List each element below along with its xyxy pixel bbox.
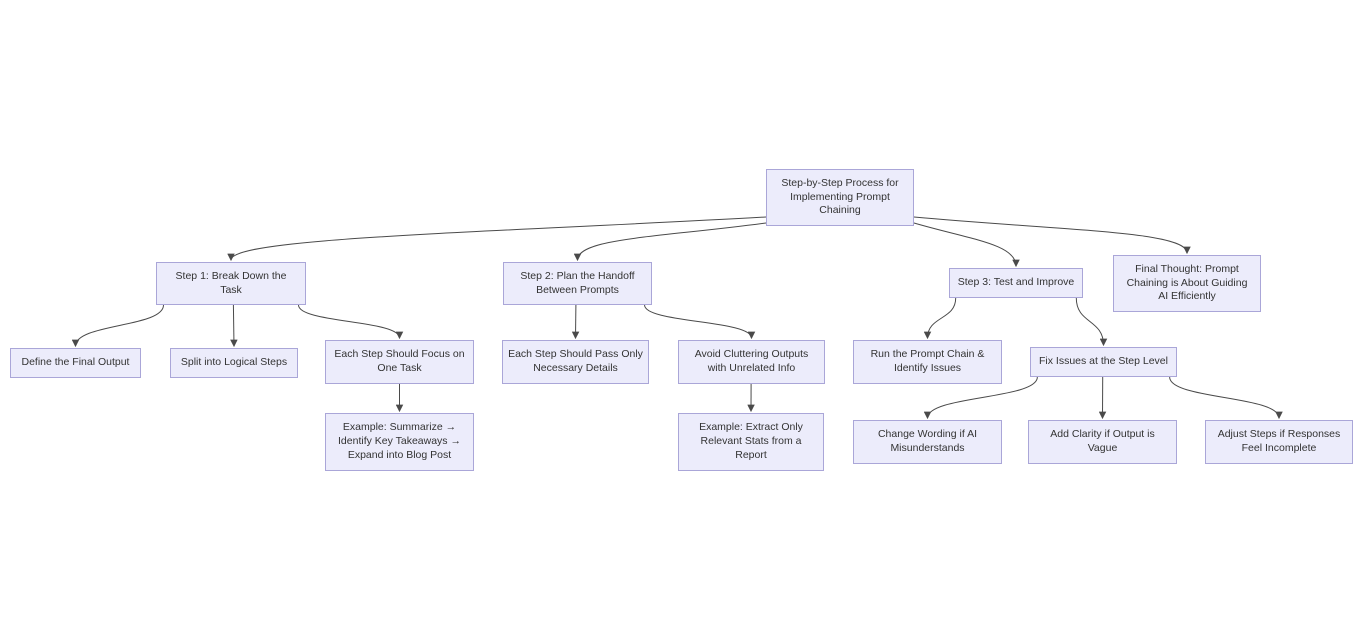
edge-step3-fix <box>1075 297 1108 347</box>
node-label-line: Step 1: Break Down the <box>175 269 287 282</box>
node-label-line: Fix Issues at the Step Level <box>1039 355 1168 368</box>
node-label-line: One Task <box>377 362 422 374</box>
node-label-line: Example: Summarize → <box>342 421 457 434</box>
node-label-line: Necessary Details <box>533 362 618 374</box>
flowchart-node-step3: Step 3: Test and Improve <box>949 268 1083 298</box>
node-label-line: Chaining <box>819 204 861 217</box>
flowchart-node-run: Run the Prompt Chain &Identify Issues <box>853 340 1002 384</box>
edge-root-final <box>913 216 1191 255</box>
flowchart-node-ex1: Example: Summarize →Identify Key Takeawa… <box>325 413 474 471</box>
node-label-line: Step 3: Test and Improve <box>957 276 1075 289</box>
node-label-line: Final Thought: Prompt <box>1135 262 1239 275</box>
node-label-line: AI Efficiently <box>1158 290 1216 303</box>
node-label-line: Example: Extract Only <box>699 421 803 434</box>
node-label-line: Run the Prompt Chain & <box>870 348 985 361</box>
flowchart-edges <box>71 216 1283 420</box>
node-label-line: Report <box>735 448 767 461</box>
node-label-line: Relevant Stats from a <box>700 435 802 448</box>
edge-fix-adjust <box>1169 376 1283 420</box>
node-label-line: Implementing Prompt <box>790 190 890 203</box>
node-label-line: Adjust Steps if Responses <box>1217 428 1341 441</box>
edge-root-step3 <box>913 222 1020 268</box>
node-label-line: Step-by-Step Process for <box>781 176 899 189</box>
edge-root-step2 <box>573 222 767 262</box>
node-label-line: Task <box>220 283 242 296</box>
node-label-line: Chaining is About Guiding <box>1126 276 1248 289</box>
node-label-line: Identify Issues <box>893 362 962 374</box>
edge-root-step1 <box>227 216 767 262</box>
node-label-line: Each Step Should Focus on <box>334 348 465 361</box>
node-label-line: Split into Logical Steps <box>180 356 288 369</box>
edge-step3-run <box>923 297 957 340</box>
node-label-line: with Unrelated Info <box>707 362 796 374</box>
flowchart-node-fix: Fix Issues at the Step Level <box>1030 347 1177 377</box>
flowchart-node-define: Define the Final Output <box>10 348 141 378</box>
node-label-line: Avoid Cluttering Outputs <box>694 348 809 361</box>
edge-step1-split <box>230 304 238 348</box>
node-label-line: Expand into Blog Post <box>347 448 452 461</box>
node-label-line: Vague <box>1087 442 1118 454</box>
node-label-line: Misunderstands <box>890 442 965 454</box>
edge-step1-focus <box>298 304 404 340</box>
edge-step2-avoid <box>644 304 756 340</box>
node-label-line: Feel Incomplete <box>1241 442 1317 454</box>
node-label-line: Define the Final Output <box>21 356 130 369</box>
node-label-line: Change Wording if AI <box>877 428 978 441</box>
node-label-line: Step 2: Plan the Handoff <box>520 269 635 282</box>
node-label-line: Add Clarity if Output is <box>1050 428 1155 441</box>
node-label-line: Identify Key Takeaways → <box>338 435 461 448</box>
node-label-line: Between Prompts <box>536 283 619 296</box>
node-label-line: Each Step Should Pass Only <box>508 348 643 361</box>
edge-step1-define <box>71 304 164 348</box>
edge-fix-change <box>923 376 1038 420</box>
flowchart-node-split: Split into Logical Steps <box>170 348 298 378</box>
